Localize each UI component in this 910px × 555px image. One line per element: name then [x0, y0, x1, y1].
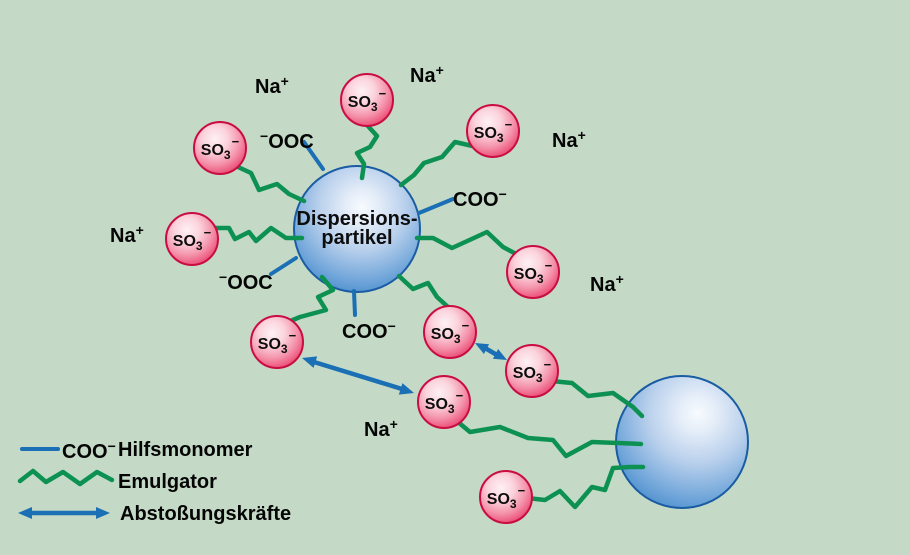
emulgator-chain — [449, 414, 644, 459]
dispersion-particle-main: Dispersions- partikel — [293, 165, 421, 293]
so3-ion-ball: SO3− — [479, 470, 533, 524]
legend-label-emulgator: Emulgator — [118, 471, 217, 493]
hilfsmonomer-stick — [352, 289, 357, 317]
carboxylate-label-ooc: −OOC — [219, 269, 273, 294]
legend-repulsion-arrow-symbol — [18, 507, 110, 519]
so3-ion-ball: SO3− — [340, 73, 394, 127]
so3-label: SO3− — [200, 134, 240, 162]
legend-label-abstossungskraefte: Abstoßungskräfte — [120, 503, 292, 525]
na-ion-label: Na+ — [552, 127, 586, 152]
so3-label: SO3− — [347, 86, 387, 114]
na-ion-label: Na+ — [590, 271, 624, 296]
legend-formula-coo: COO− — [62, 438, 116, 463]
particle-label-line1: Dispersions- — [296, 208, 418, 230]
so3-ion-ball: SO3− — [417, 375, 471, 429]
emulgator-chain — [211, 225, 305, 244]
so3-label: SO3− — [430, 318, 470, 346]
emulgator-chain — [414, 229, 521, 258]
so3-ion-ball: SO3− — [506, 245, 560, 299]
carboxylate-label-ooc: −OOC — [260, 128, 314, 153]
repulsion-arrow — [475, 343, 507, 360]
dispersion-particle-secondary — [615, 375, 749, 509]
hilfsmonomer-stick — [417, 197, 455, 215]
legend-label-hilfsmonomer: Hilfsmonomer — [118, 439, 253, 461]
na-ion-label: Na+ — [364, 416, 398, 441]
na-ion-label: Na+ — [410, 62, 444, 87]
so3-label: SO3− — [512, 357, 552, 385]
so3-label: SO3− — [424, 388, 464, 416]
repulsion-arrow — [302, 356, 414, 395]
carboxylate-label-coo: COO− — [453, 186, 507, 211]
so3-label: SO3− — [513, 258, 553, 286]
carboxylate-label-coo: COO− — [342, 318, 396, 343]
dispersion-particle-label: Dispersions- partikel — [295, 167, 419, 291]
so3-ion-ball: SO3− — [423, 305, 477, 359]
so3-ion-ball: SO3− — [250, 315, 304, 369]
so3-label: SO3− — [257, 328, 297, 356]
legend-emulgator-zigzag-symbol — [17, 468, 115, 487]
particle-label-line2: partikel — [321, 227, 393, 249]
so3-ion-ball: SO3− — [466, 104, 520, 158]
hilfsmonomer-stick — [269, 256, 298, 276]
na-ion-label: Na+ — [110, 222, 144, 247]
so3-ion-ball: SO3− — [505, 344, 559, 398]
so3-ion-ball: SO3− — [165, 212, 219, 266]
so3-ion-ball: SO3− — [193, 121, 247, 175]
so3-label: SO3− — [486, 483, 526, 511]
so3-label: SO3− — [172, 225, 212, 253]
so3-label: SO3− — [473, 117, 513, 145]
na-ion-label: Na+ — [255, 73, 289, 98]
